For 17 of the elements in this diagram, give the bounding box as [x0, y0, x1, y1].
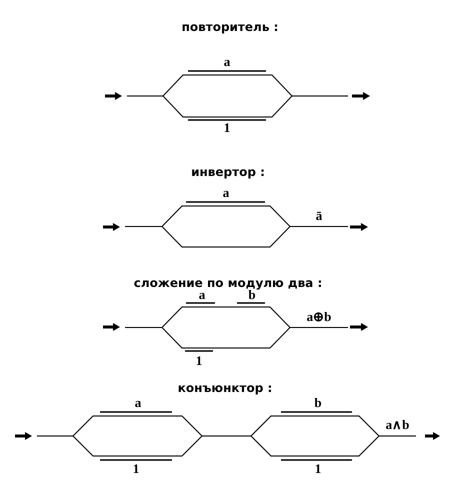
contact-label: a — [134, 395, 142, 411]
connector-line — [290, 327, 348, 328]
contact-label: a — [198, 287, 206, 303]
section-title: повторитель : — [182, 20, 278, 34]
contact-label: 1 — [314, 461, 322, 477]
contact-label: b — [314, 395, 322, 411]
contact-label: a — [222, 185, 230, 201]
connector-line — [124, 226, 162, 227]
contact-label: 1 — [224, 120, 230, 136]
section-title: конъюнктор : — [178, 381, 272, 395]
contact-label: a — [224, 54, 230, 70]
section-title: сложение по модулю два : — [134, 276, 322, 290]
contact-label: 1 — [132, 461, 140, 477]
section-title: инвертор : — [191, 165, 265, 179]
connector-line — [124, 327, 162, 328]
connector-line — [290, 226, 348, 227]
contact-label: 1 — [196, 353, 202, 369]
